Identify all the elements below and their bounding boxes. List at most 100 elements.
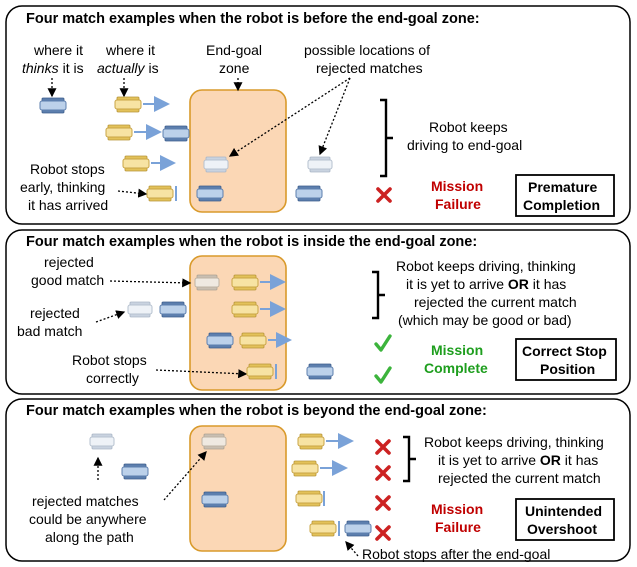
keeps-line2-start: it is yet to arrive xyxy=(438,452,540,468)
result-line1: Premature xyxy=(528,179,597,195)
bracket xyxy=(380,98,393,178)
robot-rejected-icon xyxy=(127,301,153,318)
robot-actual-icon xyxy=(122,155,150,172)
panel-header: Four match examples when the robot is be… xyxy=(26,11,480,27)
robot-rejected-icon xyxy=(307,156,333,173)
result-line1: Correct Stop xyxy=(522,343,607,359)
robot-believed-icon xyxy=(39,97,67,114)
stops-after-label: Robot stops after the end-goal xyxy=(362,546,550,562)
keeps-line2-or: OR xyxy=(508,276,529,292)
keeps-line2-or: OR xyxy=(540,452,561,468)
robot-actual-icon xyxy=(105,124,133,141)
keeps-line2-end: it has xyxy=(561,452,598,468)
robot-rejected-icon xyxy=(89,433,115,450)
result-line2: Position xyxy=(540,361,595,377)
robot-rejected-icon xyxy=(201,433,227,450)
outcome-line2: Complete xyxy=(424,360,488,376)
robot-actual-icon xyxy=(146,185,174,202)
pointer-arrow xyxy=(318,77,351,156)
result-box xyxy=(515,338,617,381)
pointer-arrow xyxy=(345,541,359,557)
label-thinks-rest: it is xyxy=(63,60,84,76)
outcome-line1: Mission xyxy=(431,342,483,358)
keeps-line2-start: it is yet to arrive xyxy=(406,276,508,292)
robot-believed-icon xyxy=(344,520,372,537)
keeps-label-line1: Robot keeps driving, thinking xyxy=(424,434,604,450)
rejected-label-line1: possible locations of xyxy=(304,42,430,58)
zone-label-line1: End-goal xyxy=(206,42,262,58)
panel-frame xyxy=(5,398,631,562)
robot-believed-icon xyxy=(306,363,334,380)
rejected-label-line3: along the path xyxy=(45,529,134,545)
keeps-line2-end: it has xyxy=(529,276,566,292)
stops-label-line1: Robot stops xyxy=(30,161,105,177)
robot-actual-icon xyxy=(246,363,274,380)
panel-inside-zone: Four match examples when the robot is in… xyxy=(5,229,631,395)
panel-header: Four match examples when the robot is be… xyxy=(26,403,487,419)
pointer-arrow xyxy=(163,451,207,501)
outcome-line1: Mission xyxy=(431,501,483,517)
outcome-line2: Failure xyxy=(435,196,481,212)
good-label-line2: good match xyxy=(31,272,104,288)
stops-label-line1: Robot stops xyxy=(72,352,147,368)
keeps-label-line2: it is yet to arrive OR it has xyxy=(406,276,566,292)
label-thinks-italic: thinks xyxy=(22,60,59,76)
keeps-label-line4: (which may be good or bad) xyxy=(398,312,572,328)
keeps-label-line1: Robot keeps xyxy=(429,119,508,135)
end-goal-zone xyxy=(189,425,287,552)
robot-believed-icon xyxy=(196,185,224,202)
bad-label-line2: bad match xyxy=(17,323,82,339)
panel-header: Four match examples when the robot is in… xyxy=(26,234,477,250)
robot-rejected-icon xyxy=(194,274,220,291)
result-line2: Overshoot xyxy=(527,521,597,537)
robot-believed-icon xyxy=(162,125,190,142)
keeps-label-line2: it is yet to arrive OR it has xyxy=(438,452,598,468)
bad-label-line1: rejected xyxy=(30,305,80,321)
robot-believed-icon xyxy=(206,332,234,349)
panel-frame xyxy=(5,229,631,395)
stops-label-line3: it has arrived xyxy=(28,197,108,213)
rejected-label-line1: rejected matches xyxy=(32,493,139,509)
stops-label-line2: correctly xyxy=(86,370,139,386)
keeps-label-line3: rejected the current match xyxy=(438,470,601,486)
label-actually-rest: is xyxy=(148,60,158,76)
bracket xyxy=(372,270,385,320)
robot-actual-icon xyxy=(297,433,325,450)
bracket xyxy=(403,435,416,483)
robot-believed-icon xyxy=(121,463,149,480)
result-box xyxy=(515,174,615,217)
pointer-arrow xyxy=(155,369,248,379)
keeps-label-line1: Robot keeps driving, thinking xyxy=(396,258,576,274)
robot-believed-icon xyxy=(295,185,323,202)
robot-actual-icon xyxy=(309,520,337,537)
robot-actual-icon xyxy=(239,332,267,349)
result-line1: Unintended xyxy=(525,503,602,519)
robot-actual-icon xyxy=(291,460,319,477)
stops-label-line2: early, thinking xyxy=(20,179,105,195)
outcome-line2: Failure xyxy=(435,519,481,535)
zone-label-line2: zone xyxy=(219,60,250,76)
panel-before-zone: Four match examples when the robot is be… xyxy=(5,5,631,225)
label-actually-line1: where it xyxy=(105,42,155,58)
rejected-label-line2: rejected matches xyxy=(316,60,423,76)
panel-beyond-zone: Four match examples when the robot is be… xyxy=(5,398,631,562)
keeps-label-line3: rejected the current match xyxy=(414,294,577,310)
robot-actual-icon xyxy=(114,96,142,113)
robot-believed-icon xyxy=(159,301,187,318)
keeps-label-line2: driving to end-goal xyxy=(407,137,522,153)
label-actually-italic: actually xyxy=(97,60,145,76)
pointer-arrow xyxy=(117,188,148,198)
robot-actual-icon xyxy=(231,301,259,318)
pointer-arrow xyxy=(109,278,192,288)
robot-actual-icon xyxy=(295,490,323,507)
robot-actual-icon xyxy=(231,274,259,291)
label-thinks-line1: where it xyxy=(33,42,83,58)
pointer-arrow xyxy=(95,310,126,323)
outcome-line1: Mission xyxy=(431,178,483,194)
robot-believed-icon xyxy=(201,491,229,508)
rejected-label-line2: could be anywhere xyxy=(29,511,147,527)
result-box xyxy=(515,498,615,541)
